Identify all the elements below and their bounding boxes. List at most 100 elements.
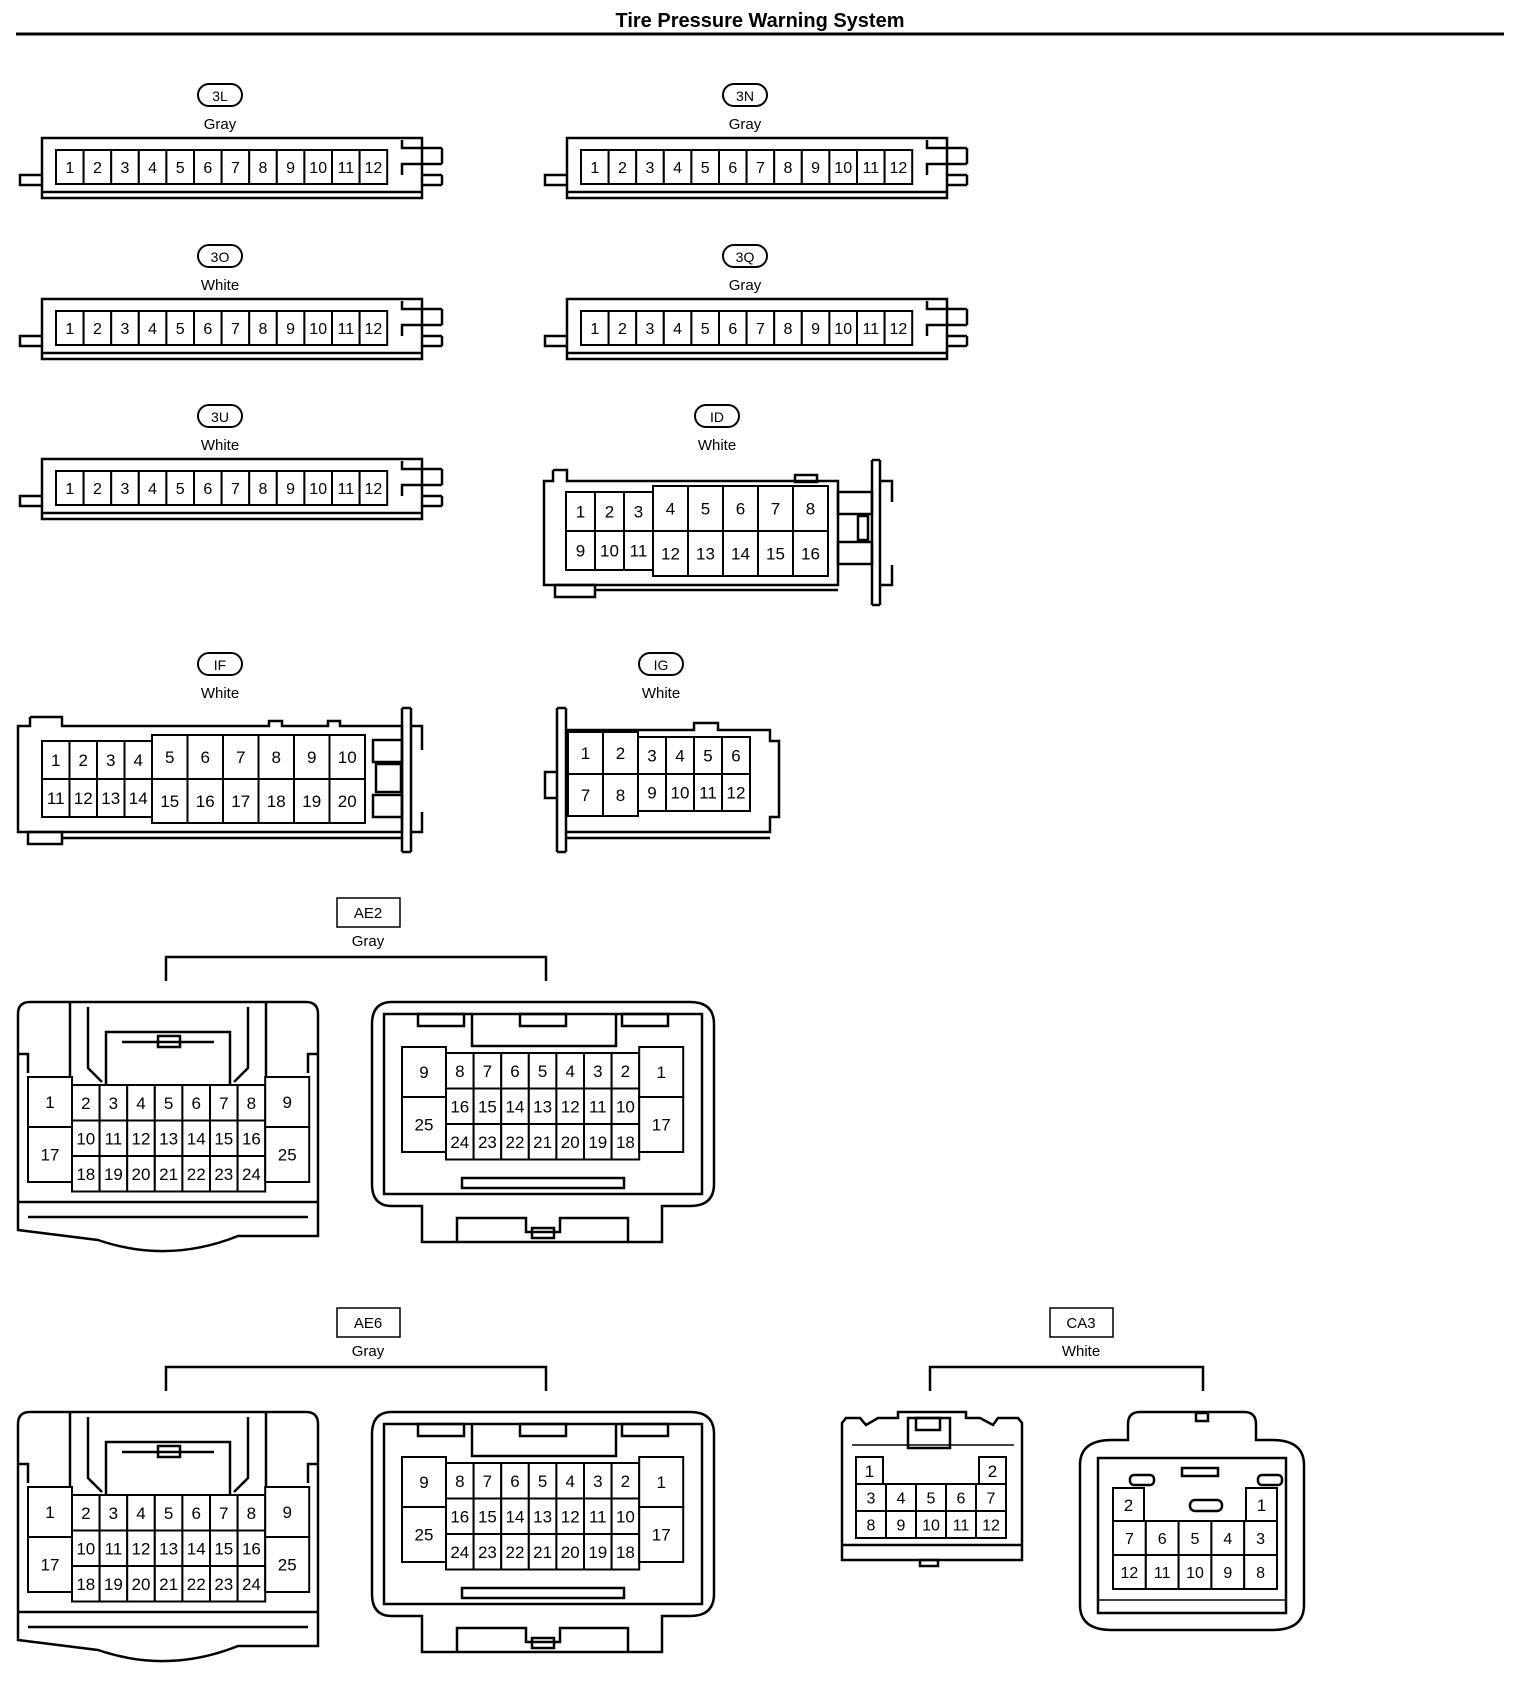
pin-cell (96, 778, 126, 818)
pin-label: 19 (104, 1575, 123, 1594)
pin-label: 4 (148, 321, 157, 338)
pin-cell (209, 1119, 239, 1157)
pin-label: 17 (41, 1146, 60, 1165)
pin-cell (500, 1533, 530, 1571)
pin-cell (555, 1533, 586, 1571)
pin-cell (137, 470, 168, 506)
pin-label: 10 (309, 321, 327, 338)
pin-cell (264, 1076, 311, 1128)
pin-label: 12 (365, 321, 383, 338)
pin-cell (153, 1084, 184, 1122)
pin-label: 15 (214, 1539, 233, 1558)
connector-code: 3L (212, 88, 228, 104)
pin-cell (264, 1536, 311, 1593)
pin-label: 4 (673, 160, 682, 177)
pin-cell (635, 310, 665, 346)
pin-label: 2 (93, 481, 102, 498)
connector-bracket (928, 1365, 1205, 1391)
connector-code-badge (336, 897, 401, 928)
pin-cell (445, 1533, 475, 1571)
pin-label: 7 (231, 160, 240, 177)
pin-label: 6 (1158, 1531, 1167, 1548)
pin-label: 1 (45, 1503, 54, 1522)
pin-label: 18 (76, 1165, 95, 1184)
connector-color: White (1062, 1343, 1100, 1360)
pin-cell (555, 1087, 586, 1125)
page-title: Tire Pressure Warning System (615, 10, 904, 32)
pin-cell (1210, 1554, 1246, 1590)
pin-label: 6 (510, 1472, 519, 1491)
pin-cell (165, 310, 195, 346)
connector-code-badge (722, 83, 768, 107)
pin-label: 7 (231, 481, 240, 498)
pin-label: 1 (65, 481, 74, 498)
pin-label: 20 (132, 1575, 151, 1594)
pin-cell (248, 149, 278, 185)
pin-cell (193, 470, 223, 506)
pin-label: 13 (159, 1539, 178, 1558)
pin-cell (945, 1510, 977, 1539)
pin-label: 9 (286, 160, 295, 177)
pin-label: 5 (927, 1490, 936, 1507)
pin-label: 3 (593, 1062, 602, 1081)
pin-label: 12 (74, 789, 93, 808)
pin-label: 1 (51, 751, 60, 770)
pin-label: 8 (259, 481, 268, 498)
pin-label: 16 (242, 1129, 261, 1148)
pin-label: 23 (214, 1165, 233, 1184)
pin-label: 16 (801, 545, 820, 564)
pin-cell (757, 530, 794, 577)
pin-label: 4 (148, 481, 157, 498)
pin-cell (153, 1565, 184, 1603)
pin-cell (82, 310, 113, 346)
connector-code: 3O (211, 249, 230, 265)
pin-label: 12 (132, 1129, 151, 1148)
pin-label: 15 (478, 1507, 497, 1526)
pin-label: 6 (203, 160, 212, 177)
pin-label: 6 (728, 160, 737, 177)
pin-cell (792, 530, 829, 577)
pin-label: 4 (148, 160, 157, 177)
pin-label: 5 (701, 321, 710, 338)
pin-cell (303, 149, 333, 185)
pin-label: 8 (247, 1094, 256, 1113)
connector-code-badge (722, 244, 768, 268)
pin-label: 20 (132, 1165, 151, 1184)
pin-cell (623, 530, 654, 571)
pin-cell (71, 1155, 101, 1193)
pin-cell (98, 1119, 129, 1157)
pin-label: 1 (590, 321, 599, 338)
pin-cell (745, 310, 776, 346)
pin-cell (773, 149, 803, 185)
pin-cell (181, 1565, 211, 1603)
pin-label: 8 (784, 160, 793, 177)
pin-label: 10 (922, 1517, 940, 1534)
pin-label: 21 (159, 1165, 178, 1184)
pin-label: 8 (455, 1062, 464, 1081)
pin-cell (165, 149, 195, 185)
pin-label: 10 (616, 1507, 635, 1526)
pin-label: 6 (201, 748, 210, 767)
pin-label: 12 (561, 1507, 580, 1526)
pin-cell (98, 1529, 129, 1567)
pin-cell (27, 1536, 73, 1593)
pin-label: 8 (259, 160, 268, 177)
pin-cell (257, 778, 295, 824)
pin-cell (222, 734, 260, 780)
pin-label: 14 (731, 545, 750, 564)
pin-cell (687, 485, 724, 532)
pin-cell (303, 470, 333, 506)
pin-label: 6 (191, 1094, 200, 1113)
pin-label: 5 (538, 1062, 547, 1081)
pin-label: 9 (576, 542, 585, 561)
pin-label: 1 (45, 1093, 54, 1112)
pin-label: 4 (675, 747, 684, 766)
pin-label: 18 (616, 1543, 635, 1562)
pin-label: 11 (337, 321, 354, 338)
